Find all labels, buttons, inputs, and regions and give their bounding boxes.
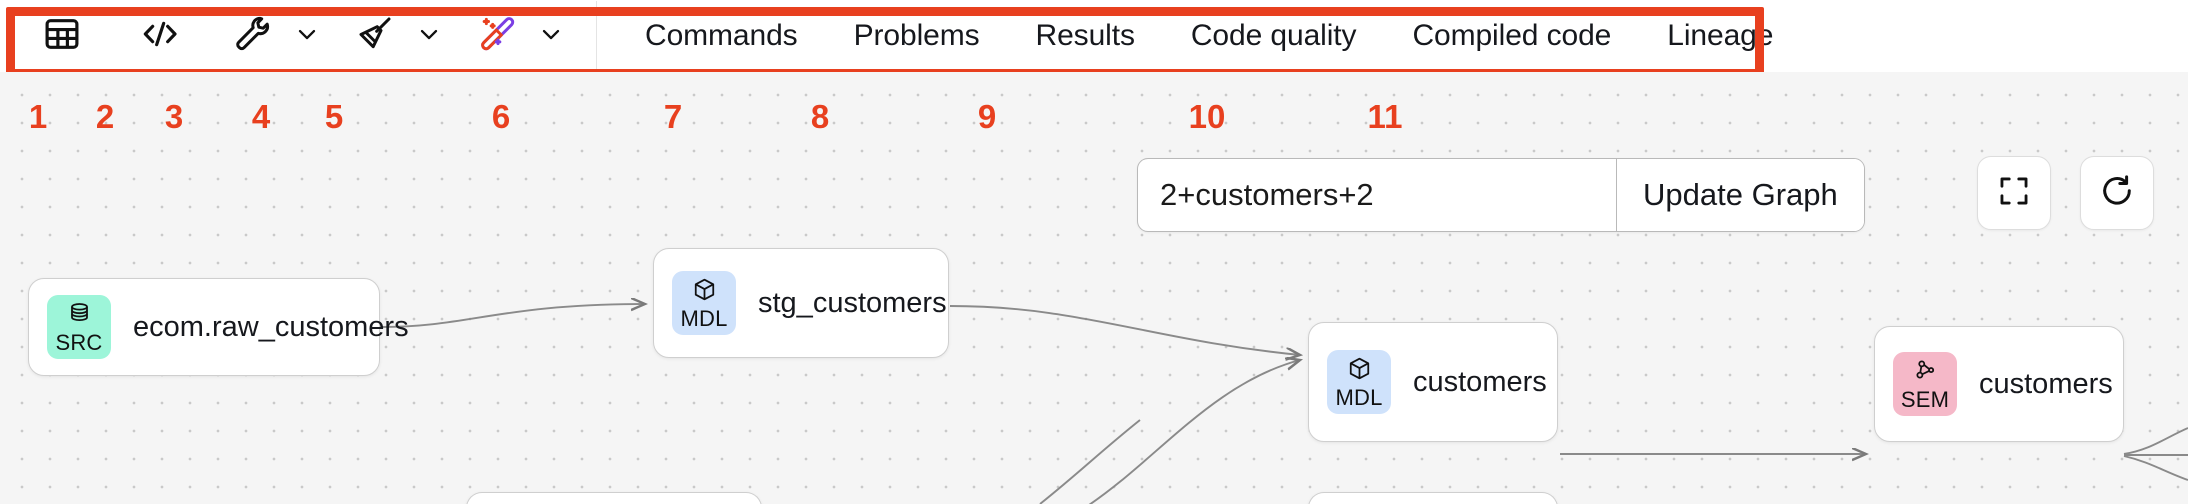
annotation-number-7: 7 [663,98,683,135]
badge-label-sem: SEM [1900,386,1950,412]
node-label: customers [1413,365,1547,398]
fullscreen-icon [1997,174,2031,213]
search-input[interactable] [1138,159,1616,231]
tab-results[interactable]: Results [1035,19,1135,52]
tab-commands[interactable]: Commands [645,19,798,52]
tab-lineage[interactable]: Lineage [1667,19,1774,52]
cube-icon [1347,356,1372,386]
badge-label-mdl: MDL [1335,384,1383,410]
ai-menu-group [460,8,570,64]
annotation-number-10: 10 [1188,98,1226,135]
toolbar-icon-group [0,0,617,72]
magic-wand-icon [476,14,516,59]
annotation-number-1: 1 [28,98,48,135]
annotation-number-6: 6 [491,98,511,135]
chevron-down-icon [537,20,565,53]
lineage-node-sem-customers[interactable]: SEM customers [1874,326,2124,442]
fit-view-button[interactable] [1977,156,2051,230]
annotation-number-5: 5 [324,98,344,135]
annotation-number-11: 11 [1367,98,1403,135]
node-label: customers [1979,367,2113,400]
broom-icon-button[interactable] [338,8,410,64]
magic-wand-icon-button[interactable] [460,8,532,64]
code-icon [140,14,180,59]
refresh-icon [2099,173,2135,214]
badge-label-src: SRC [55,329,103,355]
ai-dropdown-button[interactable] [532,8,570,64]
lineage-search-bar: Update Graph [1137,158,1865,232]
semantic-graph-icon [1913,358,1938,388]
annotation-number-2: 2 [95,98,115,135]
chevron-down-icon [293,20,321,53]
code-icon-button[interactable] [124,8,196,64]
node-label: stg_customers [758,286,947,319]
annotation-number-4: 4 [251,98,271,135]
editor-tab-bar: Commands Problems Results Code quality C… [617,0,1801,72]
cube-icon [692,277,717,307]
database-icon [67,301,92,331]
table-icon [43,15,81,58]
wrench-icon-button[interactable] [216,8,288,64]
badge-label-mdl: MDL [680,305,728,331]
lineage-node-mdl-stg-customers[interactable]: MDL stg_customers [653,248,949,358]
lineage-node-mdl-customers[interactable]: MDL customers [1308,322,1558,442]
lineage-node-src-ecom-raw-customers[interactable]: SRC ecom.raw_customers [28,278,409,376]
annotation-number-8: 8 [810,98,830,135]
toolbar-divider [596,0,597,72]
tab-compiled-code[interactable]: Compiled code [1412,19,1612,52]
wrench-icon [232,14,272,59]
wrench-dropdown-button[interactable] [288,8,326,64]
broom-dropdown-button[interactable] [410,8,448,64]
node-label: ecom.raw_customers [133,310,409,343]
tab-code-quality[interactable]: Code quality [1190,19,1357,52]
annotation-number-3: 3 [164,98,184,135]
annotation-number-9: 9 [977,98,997,135]
node-type-badge-sem: SEM [1893,352,1957,416]
lineage-node-partial-left[interactable] [466,492,762,504]
chevron-down-icon [415,20,443,53]
table-icon-button[interactable] [26,8,98,64]
lineage-node-partial-right[interactable] [1308,492,1558,504]
broom-icon [354,14,394,59]
node-type-badge-src: SRC [47,295,111,359]
node-type-badge-mdl: MDL [672,271,736,335]
node-type-badge-mdl: MDL [1327,350,1391,414]
lineage-canvas[interactable]: Update Graph [0,72,2188,504]
editor-toolbar: Commands Problems Results Code quality C… [0,0,2188,73]
tab-problems[interactable]: Problems [853,19,980,52]
tools-menu-group [216,8,326,64]
format-menu-group [338,8,448,64]
refresh-button[interactable] [2080,156,2154,230]
update-graph-button[interactable]: Update Graph [1616,159,1864,231]
